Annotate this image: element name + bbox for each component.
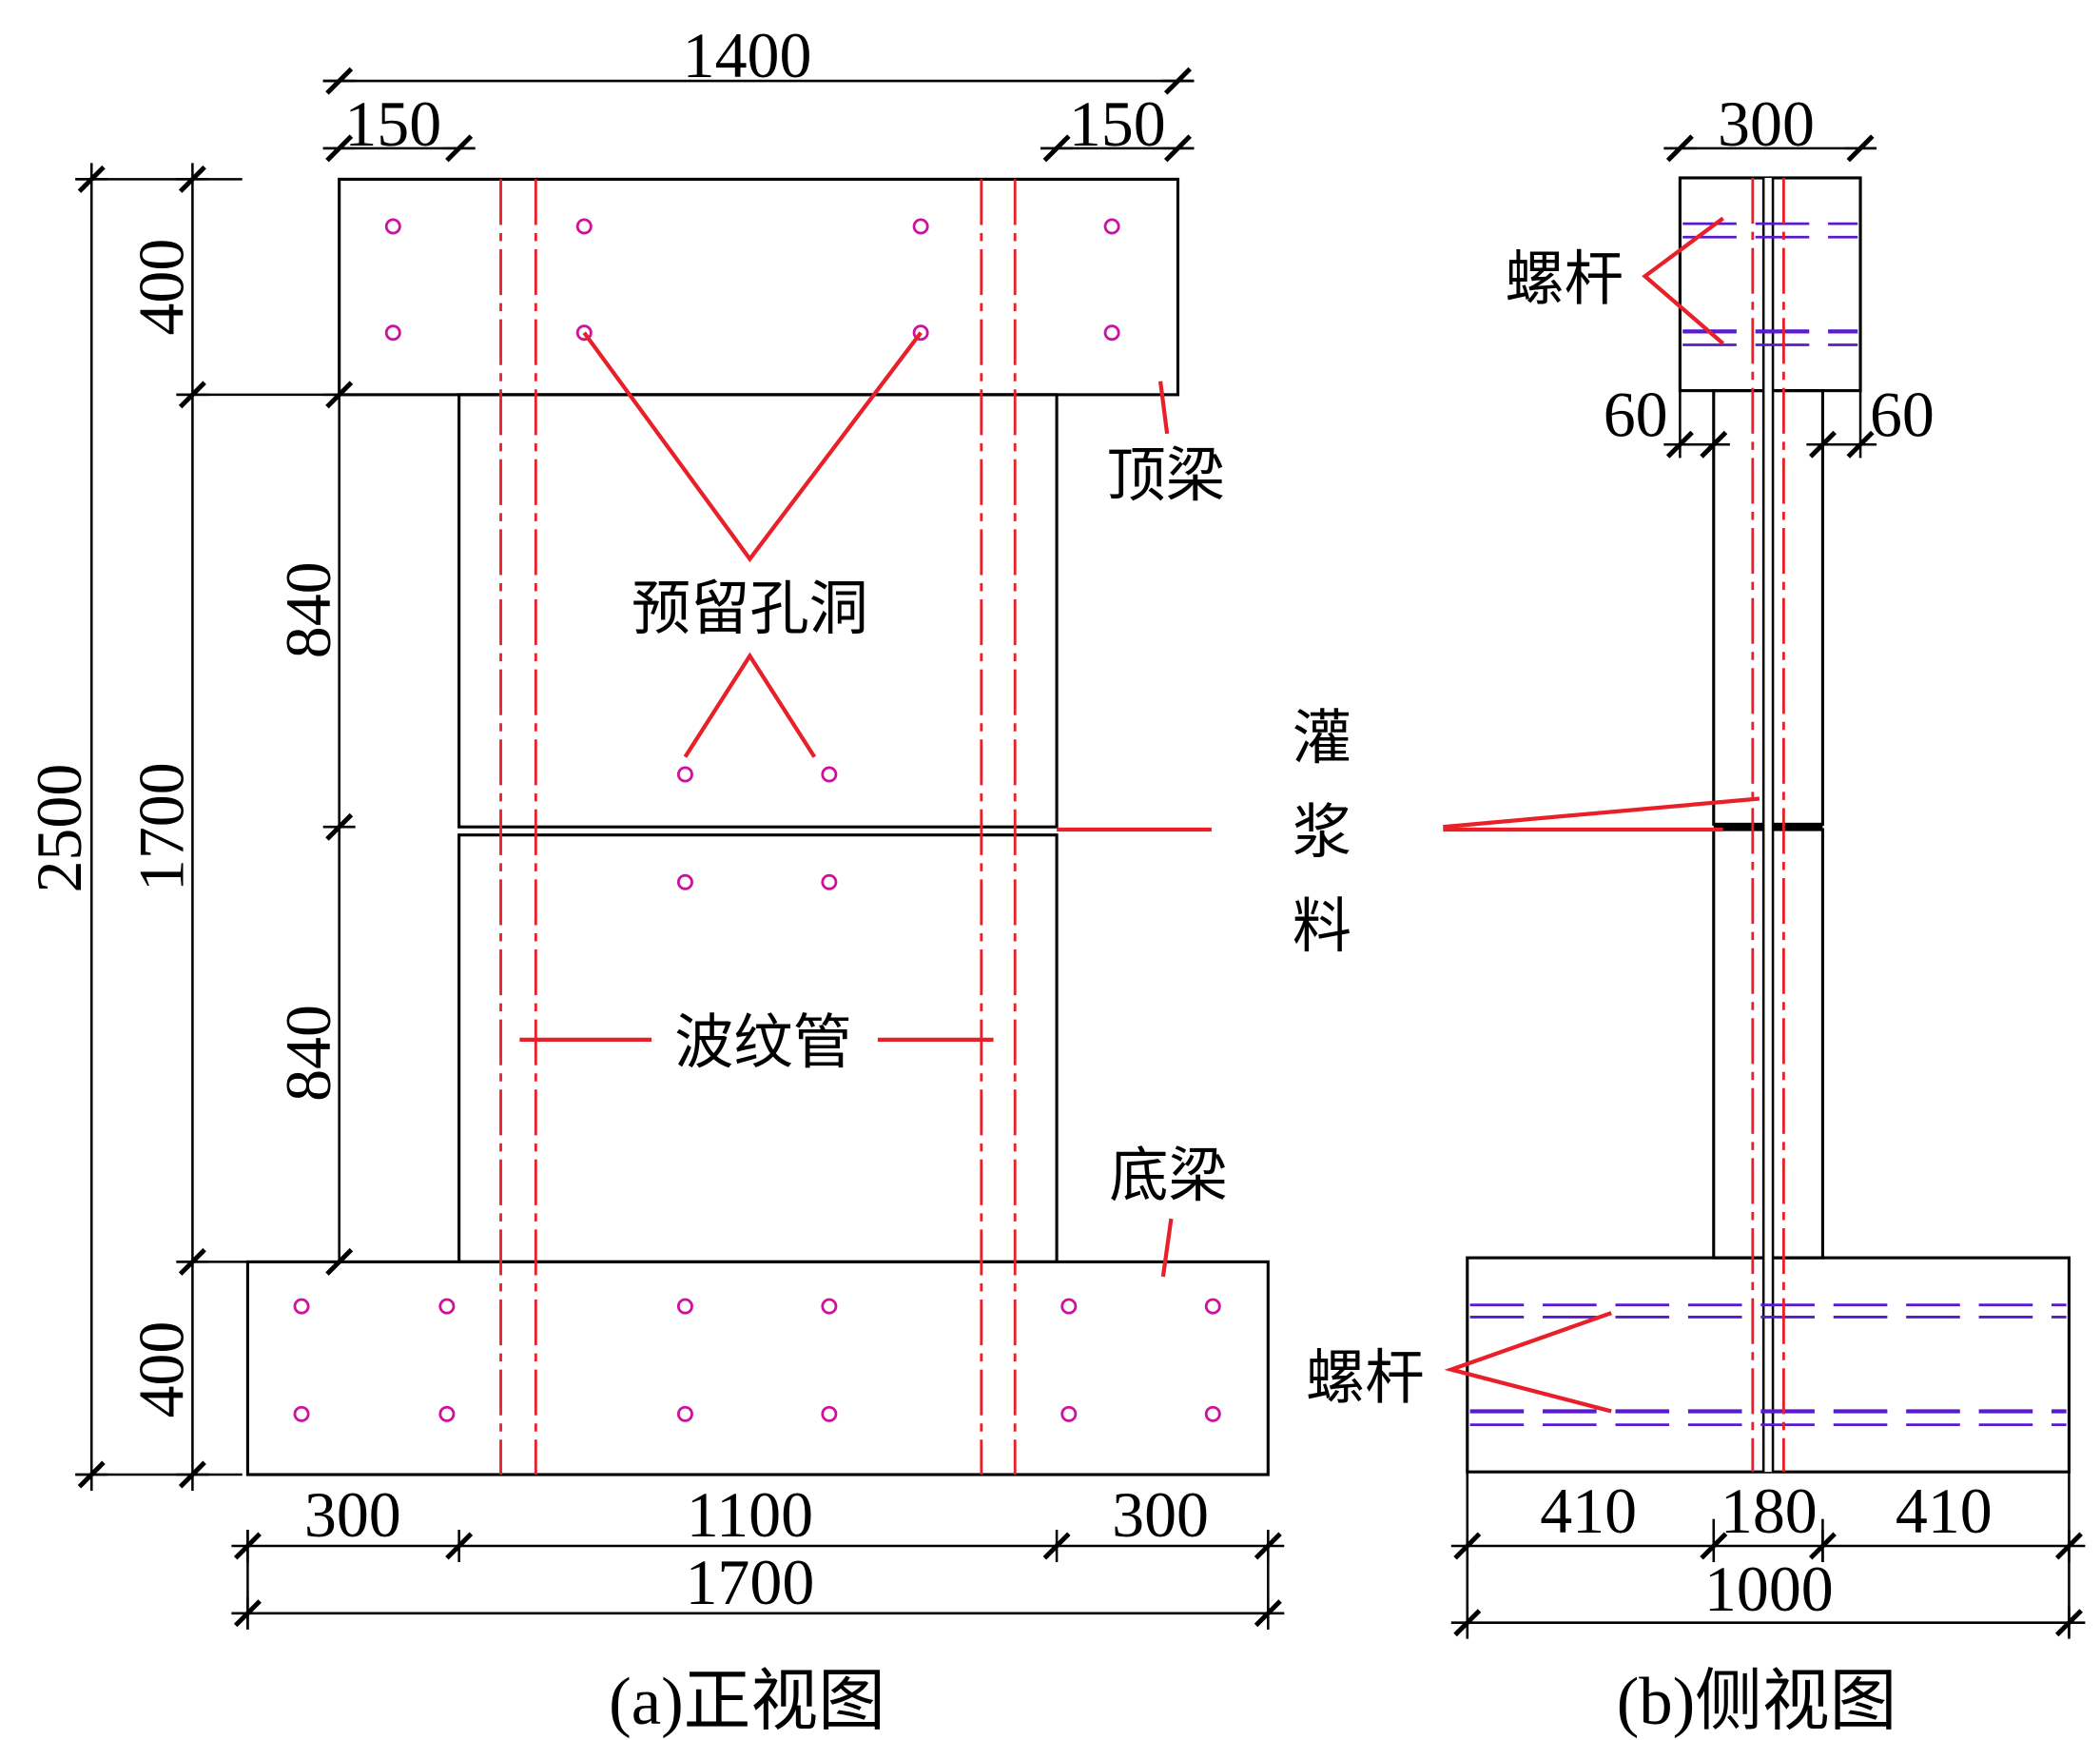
caption-side-view: (b)侧视图	[1617, 1665, 1897, 1739]
dim-top-beam-height: 400	[125, 239, 197, 336]
label-bottom-beam: 底梁	[1109, 1141, 1228, 1210]
side-leader-lines	[1443, 216, 1760, 1414]
dimension-lines-top	[323, 68, 1195, 160]
upper-column	[457, 393, 1059, 829]
label-top-beam: 顶梁	[1106, 440, 1225, 510]
reserved-holes	[293, 218, 1221, 1422]
side-dimension-lines	[1450, 136, 2086, 1639]
leader-lines	[519, 331, 1212, 1278]
dim-side-top-width: 300	[1718, 88, 1815, 160]
label-grout-3: 料	[1293, 891, 1351, 961]
dim-side-bottom-right: 410	[1896, 1475, 1993, 1547]
dim-bottom-right: 300	[1112, 1478, 1209, 1551]
dim-bottom-total: 1700	[685, 1546, 814, 1618]
label-grout-1: 灌	[1293, 703, 1351, 772]
dim-side-bottom-total: 1000	[1704, 1553, 1834, 1625]
dimension-lines-left	[75, 163, 355, 1491]
bottom-beam	[245, 1260, 1270, 1476]
dim-bottom-left: 300	[304, 1478, 401, 1551]
side-view: 螺杆 螺杆 灌 浆 料 300 60 60 410 180 410 1000 (…	[1293, 88, 2086, 1739]
dim-total-height: 2500	[23, 764, 95, 893]
dim-side-bottom-left: 410	[1540, 1475, 1637, 1547]
dim-bottom-mid: 1100	[687, 1478, 813, 1551]
dim-side-right-60: 60	[1870, 379, 1935, 451]
side-bolts	[1469, 222, 2067, 1427]
side-ducts	[1751, 177, 1785, 1473]
dim-side-left-60: 60	[1604, 379, 1668, 451]
dim-column-height: 1700	[125, 762, 197, 891]
dim-upper-column: 840	[272, 561, 344, 658]
corrugated-ducts	[499, 179, 1017, 1476]
dim-side-bottom-mid: 180	[1721, 1475, 1818, 1547]
label-bolt-top: 螺杆	[1505, 244, 1624, 313]
dimension-lines-bottom	[231, 1530, 1285, 1630]
dim-top-right: 150	[1069, 88, 1166, 160]
label-grout-2: 浆	[1293, 797, 1351, 867]
front-view: 预留孔洞 波纹管 顶梁 底梁 1400 150 150 2500 400 170…	[23, 19, 1285, 1739]
top-beam	[338, 177, 1180, 397]
dim-top-left: 150	[344, 88, 441, 160]
label-reserved-holes: 预留孔洞	[632, 574, 868, 643]
dim-lower-column: 840	[272, 1005, 344, 1102]
label-bolt-bottom: 螺杆	[1306, 1342, 1425, 1412]
caption-front-view: (a)正视图	[609, 1665, 885, 1739]
label-corrugated-duct: 波纹管	[674, 1007, 852, 1077]
dim-top-total: 1400	[683, 19, 812, 91]
dim-bottom-beam-height: 400	[125, 1321, 197, 1418]
